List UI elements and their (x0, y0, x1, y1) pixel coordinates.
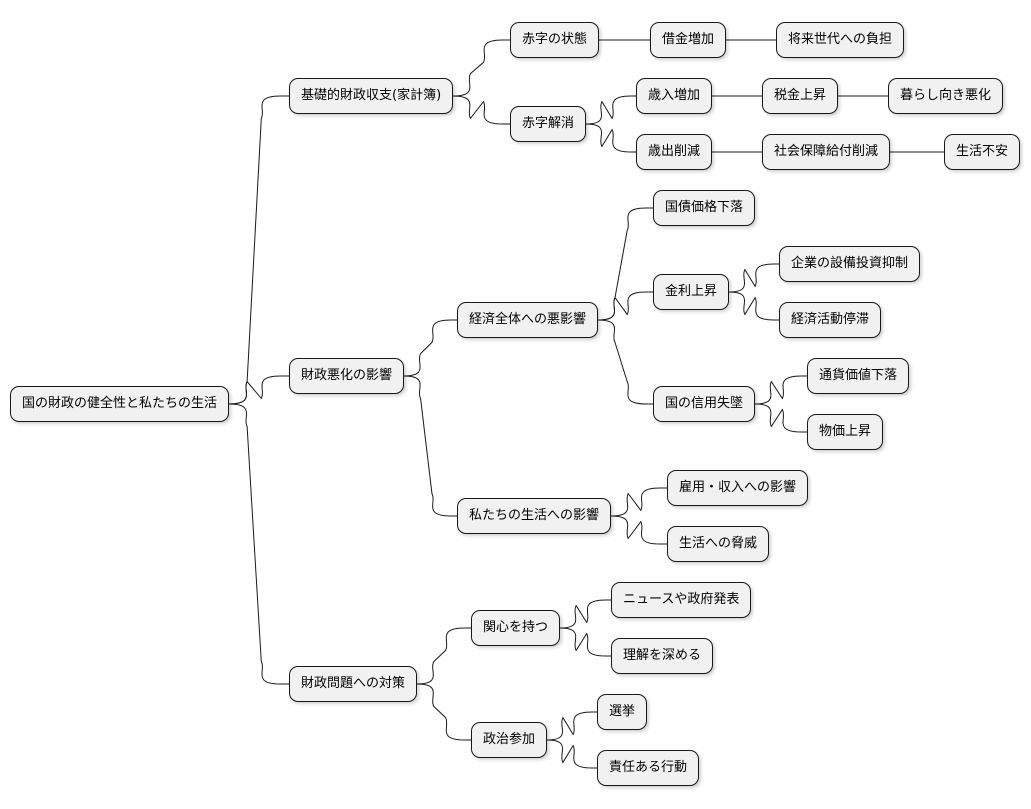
node-currency-drop: 通貨価値下落 (807, 358, 910, 394)
connector-keizai-kokusai (597, 207, 653, 321)
connector-root-taisaku (228, 403, 289, 685)
connector-kinri-setsubi (728, 263, 779, 293)
connector-root-zaisei_akka (228, 375, 289, 405)
connector-kanshin-rikai (559, 627, 611, 657)
node-credit-loss: 国の信用失墜 (653, 386, 756, 422)
connector-taisaku-kanshin (416, 627, 471, 685)
node-responsible-action: 責任ある行動 (597, 750, 700, 786)
connector-seiji-senkyo (546, 711, 597, 741)
connector-watashi-kyoi (610, 515, 667, 545)
node-news-announcements: ニュースや政府発表 (611, 582, 752, 618)
connector-kiso-akaji_kaisho (452, 95, 510, 125)
connector-watashi-koyo (610, 487, 667, 517)
connector-root-kiso (228, 95, 289, 405)
node-economy-impact: 経済全体への悪影響 (457, 302, 599, 338)
node-capex-restraint: 企業の設備投資抑制 (779, 246, 921, 282)
node-revenue-increase: 歳入増加 (636, 78, 713, 114)
connector-akaji_kaisho-sainyu (585, 95, 636, 125)
connector-zaisei_akka-watashi (403, 375, 457, 517)
connector-kiso-akaji_jotai (452, 39, 510, 97)
node-employment-income: 雇用・収入への影響 (667, 470, 809, 506)
connector-zaisei_akka-keizai (403, 319, 457, 377)
node-deficit-state: 赤字の状態 (510, 22, 600, 58)
connector-taisaku-seiji (416, 683, 471, 741)
connector-keizai-shinyo (597, 319, 653, 405)
connector-kinri-teitai (728, 291, 779, 321)
connector-kanshin-news (559, 599, 611, 629)
connector-keizai-kinri (597, 291, 653, 321)
connector-shinyo-bukka (754, 403, 807, 433)
node-our-life-impact: 私たちの生活への影響 (457, 498, 612, 534)
node-life-threat: 生活への脅威 (667, 526, 770, 562)
node-countermeasures: 財政問題への対策 (289, 666, 418, 702)
node-deepen-understanding: 理解を深める (611, 638, 714, 674)
node-price-rise: 物価上昇 (807, 414, 884, 450)
node-living-worsen: 暮らし向き悪化 (888, 78, 1004, 114)
node-root: 国の財政の健全性と私たちの生活 (10, 386, 230, 422)
node-fiscal-deterioration: 財政悪化の影響 (289, 358, 405, 394)
node-take-interest: 関心を持つ (471, 610, 561, 646)
connector-shinyo-tsuka (754, 375, 807, 405)
node-life-anxiety: 生活不安 (944, 134, 1021, 170)
node-social-security-cut: 社会保障給付削減 (762, 134, 891, 170)
node-economic-stagnation: 経済活動停滞 (779, 302, 882, 338)
connector-seiji-sekinin (546, 739, 597, 769)
node-debt-increase: 借金増加 (650, 22, 727, 58)
connector-akaji_kaisho-saishutsu (585, 123, 636, 153)
node-future-burden: 将来世代への負担 (776, 22, 905, 58)
node-primary-balance: 基礎的財政収支(家計簿) (289, 78, 454, 114)
node-tax-rise: 税金上昇 (762, 78, 839, 114)
node-deficit-elimination: 赤字解消 (510, 106, 587, 142)
node-political-participation: 政治参加 (471, 722, 548, 758)
node-bond-price-drop: 国債価格下落 (653, 190, 756, 226)
node-interest-rise: 金利上昇 (653, 274, 730, 310)
node-election: 選挙 (597, 694, 648, 730)
node-spending-cut: 歳出削減 (636, 134, 713, 170)
